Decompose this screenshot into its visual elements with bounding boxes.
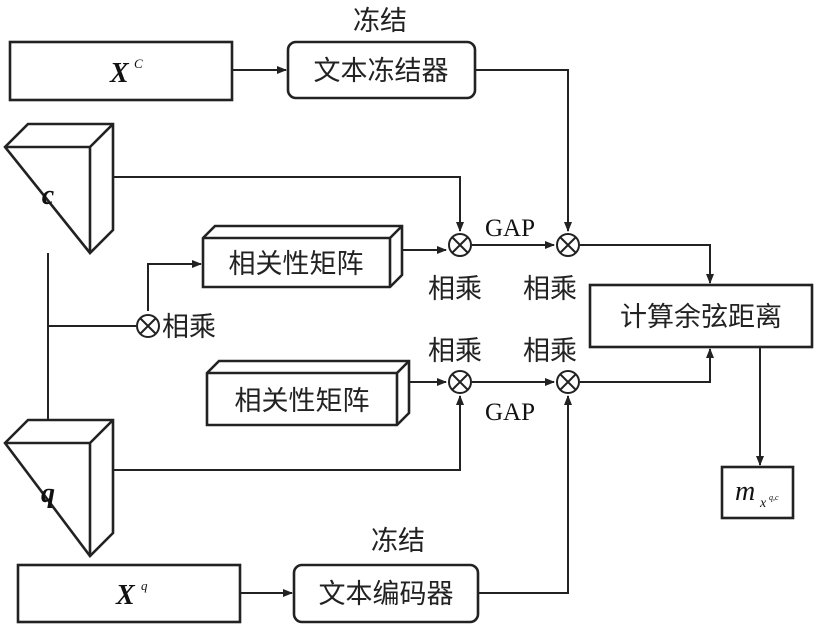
multiply-node-upper-2 [556, 233, 580, 257]
xq-label: X [115, 580, 136, 611]
xc-label: X [109, 58, 130, 89]
multiply-label-left: 相乘 [162, 312, 216, 343]
freeze-label-bottom: 冻结 [371, 526, 425, 557]
xc-box: X C [8, 40, 234, 102]
xc-sup: C [134, 56, 143, 71]
correlation-matrix-lower: 相关性矩阵 [205, 359, 411, 427]
output-label: m [735, 476, 755, 507]
correlation-matrix-upper: 相关性矩阵 [201, 224, 404, 289]
text-freezer-box: 文本冻结器 [286, 40, 477, 100]
output-box: m x q,c [720, 465, 795, 520]
cube-c-label: c [42, 180, 55, 211]
text-encoder-box: 文本编码器 [292, 563, 480, 624]
multiply-label-lower-2: 相乘 [523, 336, 577, 367]
cube-c: c [3, 122, 115, 255]
cosine-distance-box: 计算余弦距离 [588, 283, 814, 349]
xq-sup: q [141, 578, 148, 593]
multiply-label-upper-1: 相乘 [428, 274, 482, 305]
multiply-node-upper-1 [448, 233, 472, 257]
output-subscript-sup: q,c [769, 493, 779, 502]
text-encoder-label: 文本编码器 [319, 579, 454, 610]
cosine-distance-label: 计算余弦距离 [620, 302, 782, 333]
freeze-label-top: 冻结 [353, 6, 407, 37]
text-freezer-label: 文本冻结器 [314, 56, 449, 87]
gap-label-upper: GAP [485, 215, 535, 242]
correlation-matrix-upper-label: 相关性矩阵 [229, 249, 364, 280]
multiply-node-lower-2 [556, 370, 580, 394]
multiply-label-lower-1: 相乘 [428, 336, 482, 367]
cube-q-label: q [41, 478, 55, 509]
correlation-matrix-lower-label: 相关性矩阵 [235, 386, 370, 417]
xq-box: X q [16, 563, 242, 624]
cube-q: q [3, 418, 115, 558]
output-subscript: x [759, 496, 767, 511]
connectors [47, 66, 764, 597]
gap-label-lower: GAP [485, 399, 535, 426]
multiply-node-lower-1 [448, 370, 472, 394]
multiply-node-left [136, 314, 160, 338]
multiply-label-upper-2: 相乘 [523, 274, 577, 305]
